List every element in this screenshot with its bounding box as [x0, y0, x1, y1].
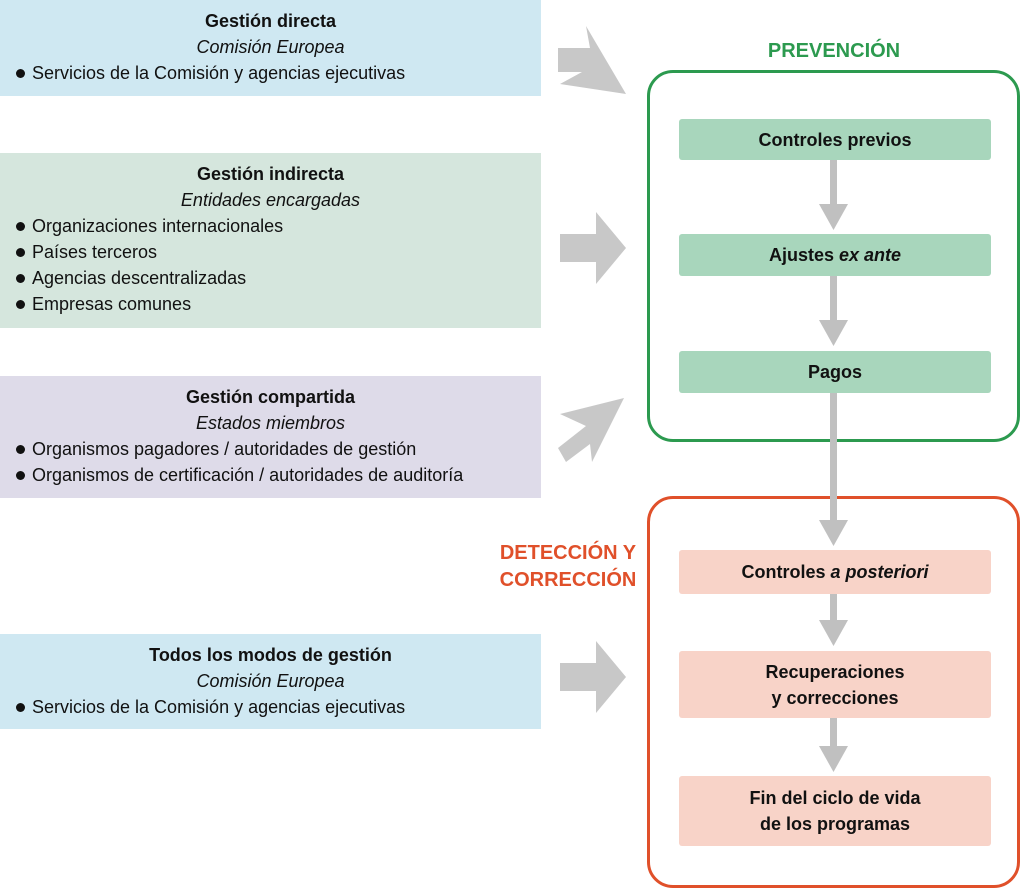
mode-title: Gestión compartida [185, 387, 356, 407]
mode-title: Gestión directa [204, 11, 337, 31]
list-item: Servicios de la Comisión y agencias ejec… [14, 60, 527, 86]
bullet-icon [16, 248, 25, 257]
step-recuperaciones: Recuperaciones y correcciones [679, 651, 991, 718]
arrow-down-icon [819, 520, 848, 546]
bullet-icon [16, 69, 25, 78]
mode-subtitle: Comisión Europea [196, 671, 345, 691]
step-controles-previos: Controles previos [679, 119, 991, 160]
bullet-icon [16, 471, 25, 480]
step-controles-a-posteriori: Controles a posteriori [679, 550, 991, 594]
step-ajustes-ex-ante: Ajustes ex ante [679, 234, 991, 276]
bullet-icon [16, 300, 25, 309]
mode-list: Servicios de la Comisión y agencias ejec… [14, 60, 527, 86]
list-item: Países terceros [14, 239, 527, 265]
mode-list: Servicios de la Comisión y agencias ejec… [14, 694, 527, 720]
mode-box-shared: Gestión compartida Estados miembros Orga… [0, 376, 541, 498]
mode-list: Organismos pagadores / autoridades de ge… [14, 436, 527, 488]
mode-title: Todos los modos de gestión [149, 645, 392, 665]
mode-box-all: Todos los modos de gestión Comisión Euro… [0, 634, 541, 729]
list-item: Agencias descentralizadas [14, 265, 527, 291]
list-item: Organizaciones internacionales [14, 213, 527, 239]
mode-box-indirect: Gestión indirecta Entidades encargadas O… [0, 153, 541, 328]
step-pagos: Pagos [679, 351, 991, 393]
prevention-label: PREVENCIÓN [767, 40, 901, 62]
detection-label: DETECCIÓN Y CORRECCIÓN [499, 542, 637, 591]
mode-box-direct: Gestión directa Comisión Europea Servici… [0, 0, 541, 96]
list-item: Empresas comunes [14, 291, 527, 317]
list-item: Organismos de certificación / autoridade… [14, 462, 527, 488]
arrow-right-icon [558, 26, 626, 94]
arrow-right-icon [560, 641, 626, 713]
arrow-right-icon [560, 212, 626, 284]
arrow-right-icon [558, 398, 624, 462]
bullet-icon [16, 222, 25, 231]
arrow-down-icon [819, 620, 848, 646]
arrow-down-icon [819, 204, 848, 230]
mode-list: Organizaciones internacionales Países te… [14, 213, 527, 317]
mode-subtitle: Comisión Europea [196, 37, 345, 57]
arrow-down-icon [819, 746, 848, 772]
mode-title: Gestión indirecta [196, 164, 345, 184]
mode-subtitle: Entidades encargadas [180, 190, 361, 210]
bullet-icon [16, 445, 25, 454]
step-fin-ciclo-vida: Fin del ciclo de vida de los programas [679, 776, 991, 846]
flow-arrows [819, 160, 848, 772]
arrow-down-icon [819, 320, 848, 346]
list-item: Servicios de la Comisión y agencias ejec… [14, 694, 527, 720]
mode-subtitle: Estados miembros [195, 413, 346, 433]
bullet-icon [16, 703, 25, 712]
list-item: Organismos pagadores / autoridades de ge… [14, 436, 527, 462]
bullet-icon [16, 274, 25, 283]
